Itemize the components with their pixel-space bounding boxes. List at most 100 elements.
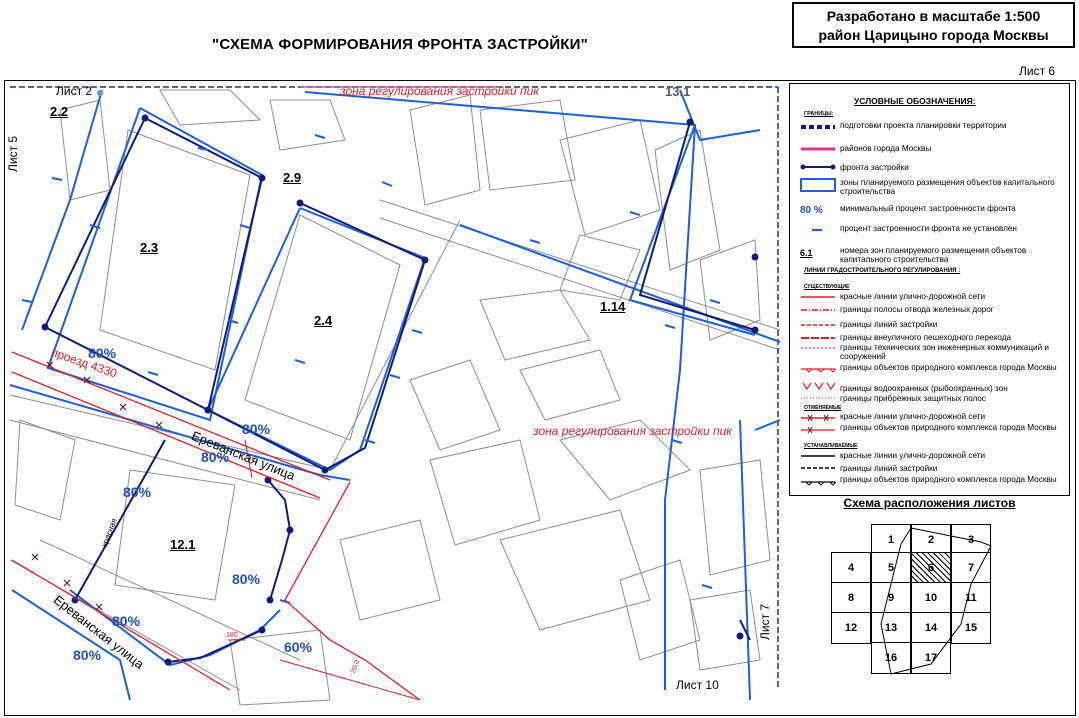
building <box>699 459 771 576</box>
unset-percent-ticks <box>21 134 721 604</box>
building <box>99 129 251 371</box>
legend-item: границы водоохранных (рыбоохранных) зон <box>840 384 1008 393</box>
front-node <box>41 323 49 331</box>
legend-item: границы линий застройки <box>840 464 938 473</box>
stamp-district-text: район Царицыно города Москвы <box>818 27 1049 43</box>
building <box>699 239 761 341</box>
sheet-label-right[interactable]: Лист 7 <box>758 603 772 640</box>
legend-item: границы прибрежных защитных полос <box>840 394 987 403</box>
red-line-south <box>284 481 421 701</box>
zone-boundaries <box>9 89 781 701</box>
legend-symbol-red <box>801 296 835 298</box>
building <box>479 99 576 191</box>
front-node <box>264 476 272 484</box>
sheet-label-left[interactable]: Лист 5 <box>6 135 20 172</box>
red-dim <box>244 439 253 479</box>
legend-symbol-percent: 80 % <box>800 205 823 216</box>
zone-boundary-sw <box>11 589 131 701</box>
building <box>559 234 641 301</box>
building <box>244 214 401 441</box>
zone-label-2-2: 2.2 <box>50 104 69 119</box>
legend-symbol-planning <box>801 125 835 129</box>
front-node <box>141 114 149 122</box>
zone-label-13-1: 13.1 <box>665 84 691 99</box>
building <box>114 469 236 601</box>
legend-item: границы объектов природного комплекса го… <box>840 363 1057 372</box>
legend-cancel-header: ОТМЕНЯЕМЫЕ <box>804 405 842 411</box>
dimension-label: 180 <box>226 632 238 639</box>
legend-borders-header: ГРАНИЦЫ: <box>804 111 834 117</box>
legend-item: границы объектов природного комплекса го… <box>840 475 1057 484</box>
legend-symbol-tech-zone <box>801 347 835 349</box>
building <box>409 94 481 206</box>
legend-symbol-set-build <box>801 467 835 469</box>
front-node <box>164 658 172 666</box>
front-node <box>204 406 212 414</box>
legend-symbol-set-red <box>801 455 835 457</box>
sheet-cell[interactable]: 13 <box>871 612 911 644</box>
sheet-cell[interactable]: 7 <box>951 552 991 584</box>
zone-label-2-3: 2.3 <box>140 240 159 255</box>
road-edge <box>9 419 321 501</box>
legend-item: подготовки проекта планировки территории <box>840 121 1007 130</box>
legend-symbol-unset <box>812 229 822 231</box>
map-title: "СХЕМА ФОРМИРОВАНИЯ ФРОНТА ЗАСТРОЙКИ" <box>212 36 588 53</box>
zone-boundary-main <box>304 91 756 336</box>
sheet-cell[interactable]: 8 <box>831 582 871 614</box>
road-edge <box>39 539 301 661</box>
map-frame <box>4 80 1076 716</box>
legend-panel: УСЛОВНЫЕ ОБОЗНАЧЕНИЯ: ГРАНИЦЫ: подготовк… <box>789 83 1070 496</box>
zone-label-1-14: 1.14 <box>600 299 626 314</box>
sheet-cell[interactable]: 9 <box>871 582 911 614</box>
sheet-cell[interactable]: 10 <box>911 582 951 614</box>
building <box>619 559 701 661</box>
front-percent: 80% <box>123 484 152 500</box>
zone-regulation-label: зона регулирования застройки пик <box>533 424 732 438</box>
zone-boundary-114 <box>459 224 781 343</box>
building <box>559 119 661 236</box>
building <box>409 359 501 451</box>
sheet-cell[interactable]: 12 <box>831 612 871 644</box>
sheet-cell[interactable]: 5 <box>871 552 911 584</box>
scale-stamp: Разработано в масштабе 1:500 район Цариц… <box>792 2 1075 48</box>
sheet-cell[interactable]: 1 <box>871 524 911 556</box>
legend-item: красные линии улично-дорожной сети <box>840 412 986 421</box>
front-percent: 80% <box>232 571 261 587</box>
legend-symbol-number: 6.1 <box>800 248 813 258</box>
sheet-label-bottom[interactable]: Лист 10 <box>676 678 719 692</box>
legend-symbol-cancel-red <box>801 414 835 422</box>
building <box>499 509 651 631</box>
front-line <box>739 619 751 641</box>
district-outline <box>880 527 992 675</box>
legend-symbol-build-line <box>801 324 835 326</box>
front-percent: 80% <box>88 345 117 361</box>
legend-item: зоны планируемого размещения объектов ка… <box>840 178 1055 196</box>
sheet-cell-current[interactable]: 6 <box>911 552 951 584</box>
legend-item: границы технических зон инженерных комму… <box>840 343 1050 361</box>
front-line <box>74 439 166 601</box>
legend-symbol-district <box>801 147 835 151</box>
sheet-cell[interactable]: 17 <box>911 642 951 674</box>
red-lines <box>11 351 421 701</box>
building <box>269 99 346 151</box>
front-node <box>296 199 304 207</box>
sheet-cell[interactable]: 14 <box>911 612 951 644</box>
front-node <box>286 526 294 534</box>
zone-boundary-24 <box>206 207 427 472</box>
legend-symbol-set-nature <box>801 481 836 486</box>
sheet-label-top[interactable]: Лист 2 <box>56 84 93 98</box>
legend-item: минимальный процент застроенности фронта <box>840 204 1016 213</box>
red-cross-marks <box>31 361 163 611</box>
building <box>689 589 761 671</box>
legend-item: границы объектов природного комплекса го… <box>840 423 1057 432</box>
buildings-layer <box>9 89 781 706</box>
legend-title: УСЛОВНЫЕ ОБОЗНАЧЕНИЯ: <box>854 96 976 106</box>
legend-regulation-header: ЛИНИИ ГРАДОСТРОИТЕЛЬНОГО РЕГУЛИРОВАНИЯ : <box>804 268 961 274</box>
building <box>519 349 621 421</box>
front-line <box>167 629 263 663</box>
zone-regulation-label: зона регулирования застройки пик <box>340 84 539 98</box>
legend-item: районов города Москвы <box>840 144 932 153</box>
sheet-cell[interactable]: 11 <box>951 582 991 614</box>
zone-label-2-9: 2.9 <box>283 170 302 185</box>
